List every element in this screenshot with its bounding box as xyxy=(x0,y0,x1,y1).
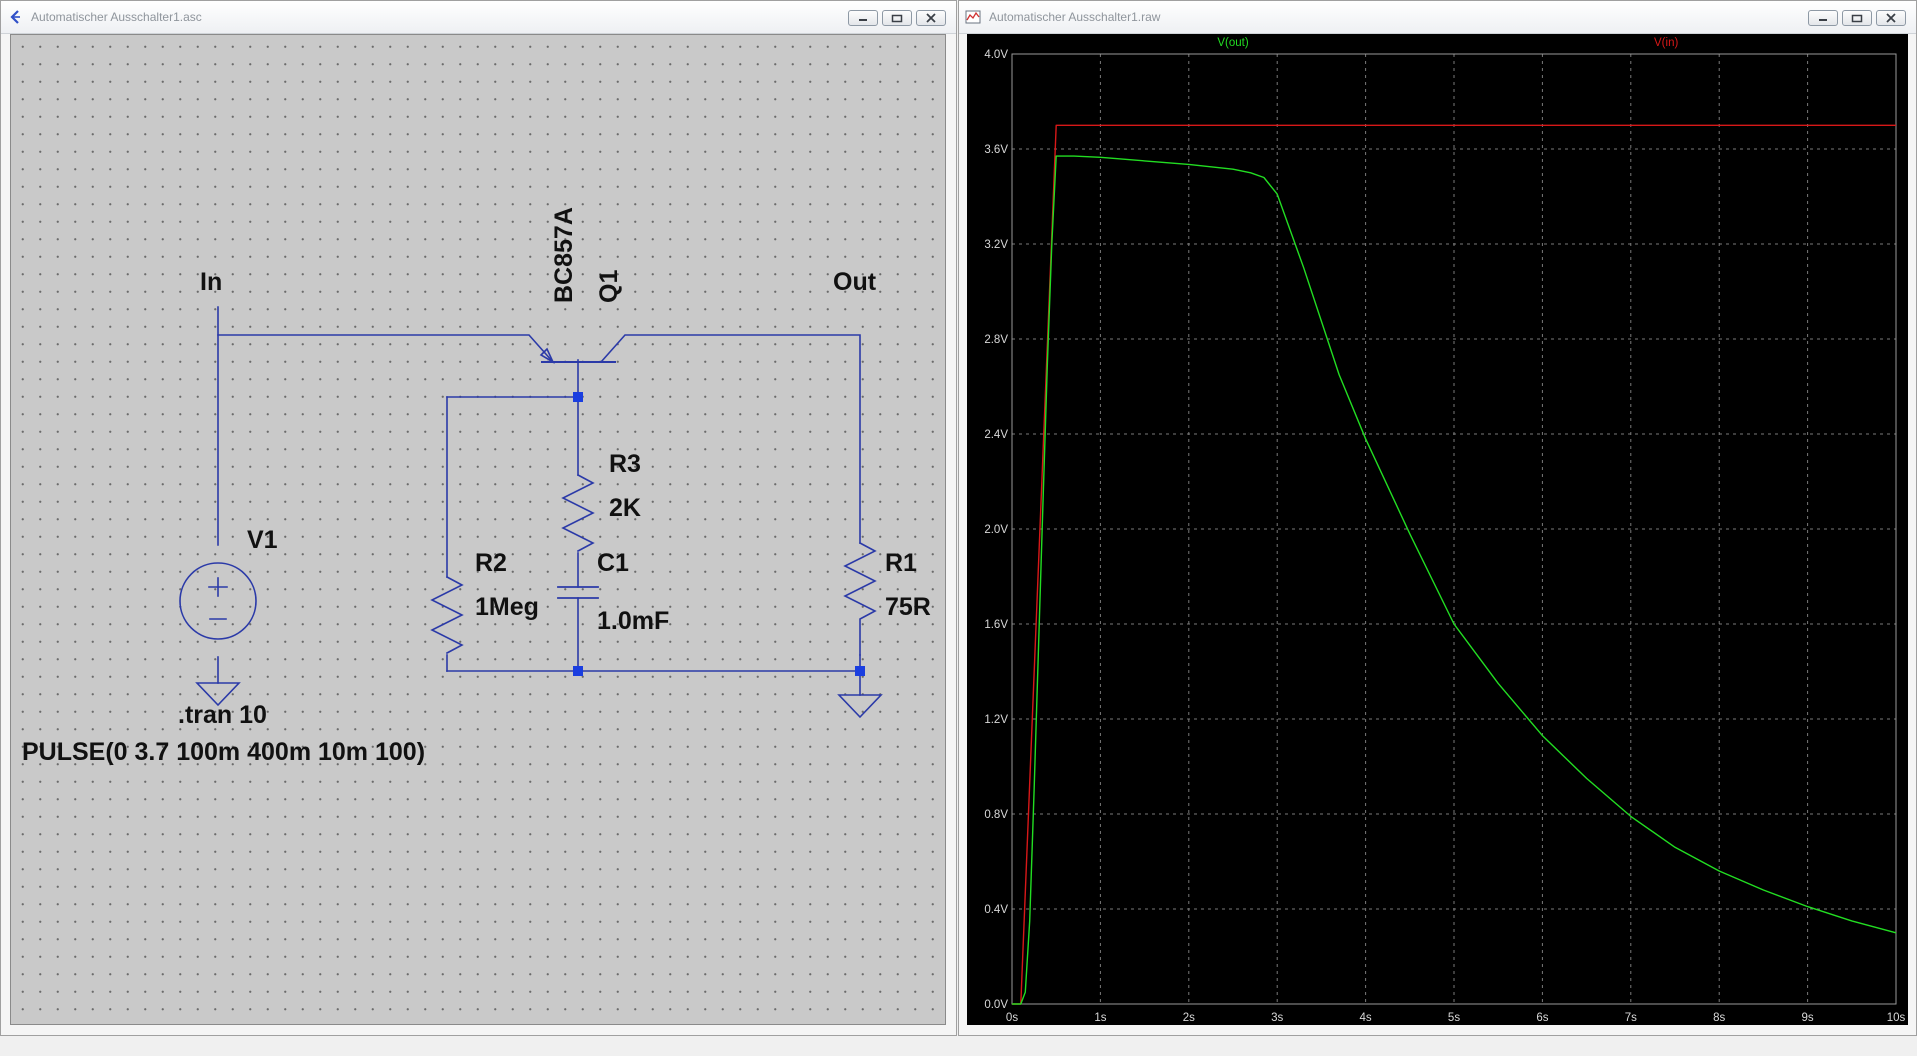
x-tick-label: 4s xyxy=(1360,1012,1372,1024)
y-tick-label: 0.8V xyxy=(984,809,1008,821)
plot-legend: V(out) V(in) xyxy=(1217,37,1678,49)
y-tick-label: 2.8V xyxy=(984,334,1008,346)
y-tick-label: 3.6V xyxy=(984,144,1008,156)
x-tick-label: 5s xyxy=(1448,1012,1460,1024)
ltspice-schematic-icon xyxy=(10,10,20,24)
v1-pulse-value[interactable]: PULSE(0 3.7 100m 400m 10m 100) xyxy=(22,738,425,766)
r3-value-label[interactable]: 2K xyxy=(609,494,641,522)
plot-grid xyxy=(1012,54,1896,1004)
x-tick-label: 10s xyxy=(1887,1012,1906,1024)
waveform-titlebar[interactable]: Automatischer Ausschalter1.raw xyxy=(959,1,1916,34)
maximize-button[interactable] xyxy=(882,10,912,26)
r1-value-label[interactable]: 75R xyxy=(885,593,931,621)
wire-out xyxy=(599,334,861,544)
legend-entry[interactable]: V(out) xyxy=(1217,37,1248,49)
legend-entry[interactable]: V(in) xyxy=(1654,37,1678,49)
waveform-plot-pane[interactable]: 0s 1s 2s 3s 4s 5s 6s 7s 8s 9s 10s 0.0V 0.4V 0.8V 1.2V 1… xyxy=(967,34,1908,1025)
wires xyxy=(179,306,883,719)
c1-name-label[interactable]: C1 xyxy=(597,549,629,577)
y-tick-label: 1.6V xyxy=(984,619,1008,631)
x-tick-label: 8s xyxy=(1713,1012,1725,1024)
q1-model-label[interactable]: BC857A xyxy=(550,207,578,303)
minimize-icon xyxy=(1819,19,1827,21)
y-tick-label: 0.4V xyxy=(984,904,1008,916)
waveform-plot[interactable]: 0s 1s 2s 3s 4s 5s 6s 7s 8s 9s 10s 0.0V 0.4V 0.8V 1.2V 1… xyxy=(967,34,1908,1027)
x-tick-label: 3s xyxy=(1271,1012,1283,1024)
junction-c1 xyxy=(573,666,583,676)
q1-name-label[interactable]: Q1 xyxy=(595,270,623,303)
schematic-drawing: In Out BC857A Q1 V1 R2 1Meg R3 2K C1 1.0… xyxy=(22,207,931,766)
r1-name-label[interactable]: R1 xyxy=(885,549,917,577)
schematic-titlebar[interactable]: Automatischer Ausschalter1.asc xyxy=(1,1,956,34)
y-tick-label: 2.0V xyxy=(984,524,1008,536)
minimize-button[interactable] xyxy=(848,10,878,26)
maximize-button[interactable] xyxy=(1842,10,1872,26)
minimize-icon xyxy=(859,19,867,21)
r2-name-label[interactable]: R2 xyxy=(475,549,507,577)
trace-vout[interactable] xyxy=(1012,155,1897,1005)
c1-value-label[interactable]: 1.0mF xyxy=(597,607,669,635)
net-label-in[interactable]: In xyxy=(200,268,222,296)
maximize-icon xyxy=(891,14,903,22)
junctions xyxy=(573,392,865,676)
ground-v1 xyxy=(195,682,241,707)
waveform-viewer-icon xyxy=(965,10,981,24)
close-icon xyxy=(926,13,936,23)
x-tick-label: 0s xyxy=(1006,1012,1018,1024)
v1-body xyxy=(179,562,257,640)
waveform-window[interactable]: Automatischer Ausschalter1.raw 0s 1s 2s 3s 4… xyxy=(958,0,1917,1036)
r3-name-label[interactable]: R3 xyxy=(609,450,641,478)
x-tick-label: 6s xyxy=(1536,1012,1548,1024)
schematic-window-title: Automatischer Ausschalter1.asc xyxy=(31,10,202,24)
wire-in xyxy=(217,306,555,364)
x-tick-label: 9s xyxy=(1802,1012,1814,1024)
close-icon xyxy=(1886,13,1896,23)
maximize-icon xyxy=(1851,14,1863,22)
ground-out xyxy=(837,694,883,719)
v1-label[interactable]: V1 xyxy=(247,526,278,554)
r1-body xyxy=(843,541,877,656)
junction-r1 xyxy=(855,666,865,676)
schematic-window[interactable]: Automatischer Ausschalter1.asc xyxy=(0,0,957,1036)
junction-base xyxy=(573,392,583,402)
net-label-out[interactable]: Out xyxy=(833,268,877,296)
minimize-button[interactable] xyxy=(1808,10,1838,26)
q1-emitter-arrow xyxy=(539,347,555,364)
plot-traces xyxy=(1012,124,1897,1005)
x-tick-label: 7s xyxy=(1625,1012,1637,1024)
r3-body xyxy=(561,473,595,553)
waveform-window-title: Automatischer Ausschalter1.raw xyxy=(989,10,1161,24)
x-tick-label: 2s xyxy=(1183,1012,1195,1024)
y-tick-label: 2.4V xyxy=(984,429,1008,441)
r2-value-label[interactable]: 1Meg xyxy=(475,593,539,621)
plot-axes: 0s 1s 2s 3s 4s 5s 6s 7s 8s 9s 10s 0.0V 0.4V 0.8V 1.2V 1… xyxy=(984,49,1905,1024)
plot-frame xyxy=(1011,53,1897,1005)
x-tick-label: 1s xyxy=(1094,1012,1106,1024)
spice-directive[interactable]: .tran 10 xyxy=(178,701,267,729)
r2-body xyxy=(430,575,464,655)
y-tick-label: 4.0V xyxy=(984,49,1008,61)
close-button[interactable] xyxy=(916,10,946,26)
y-tick-label: 1.2V xyxy=(984,714,1008,726)
y-tick-label: 3.2V xyxy=(984,239,1008,251)
schematic-canvas[interactable]: In Out BC857A Q1 V1 R2 1Meg R3 2K C1 1.0… xyxy=(10,34,946,1025)
close-button[interactable] xyxy=(1876,10,1906,26)
y-tick-label: 0.0V xyxy=(984,999,1008,1011)
